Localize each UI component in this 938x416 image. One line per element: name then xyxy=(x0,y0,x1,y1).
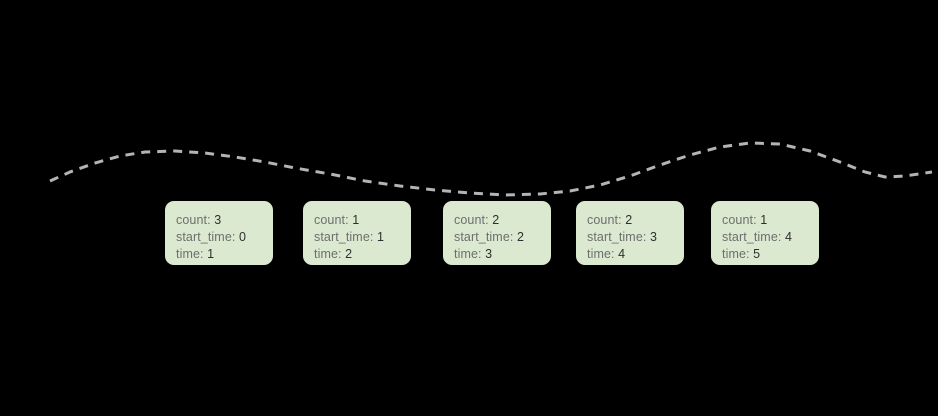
node-field-row: time: 1 xyxy=(176,246,273,263)
node-field-label: start_time: xyxy=(176,230,240,244)
node-field-value: 0 xyxy=(239,230,247,244)
node-field-label: start_time: xyxy=(454,230,518,244)
node-field-row: start_time: 0 xyxy=(176,229,273,246)
node-field-value: 2 xyxy=(625,213,633,227)
node-field-value: 2 xyxy=(492,213,500,227)
node-field-label: start_time: xyxy=(587,230,651,244)
node-field-value: 4 xyxy=(618,247,626,261)
node-field-row: start_time: 2 xyxy=(454,229,551,246)
node-field-label: count: xyxy=(722,213,761,227)
node-field-label: start_time: xyxy=(722,230,786,244)
node-field-value: 2 xyxy=(517,230,525,244)
node-field-row: start_time: 1 xyxy=(314,229,411,246)
node-field-label: time: xyxy=(454,247,486,261)
node-field-value: 5 xyxy=(753,247,761,261)
node-field-value: 1 xyxy=(352,213,360,227)
node-field-label: start_time: xyxy=(314,230,378,244)
node-field-row: time: 3 xyxy=(454,246,551,263)
trend-polyline xyxy=(49,141,933,197)
node-field-row: time: 5 xyxy=(722,246,819,263)
node-field-value: 3 xyxy=(214,213,222,227)
node-field-label: count: xyxy=(587,213,626,227)
node-field-label: time: xyxy=(722,247,754,261)
node-field-value: 4 xyxy=(785,230,793,244)
node-field-row: count: 3 xyxy=(176,212,273,229)
node-field-row: count: 2 xyxy=(587,212,684,229)
node-field-row: count: 1 xyxy=(314,212,411,229)
node-field-value: 3 xyxy=(650,230,658,244)
node-field-label: time: xyxy=(314,247,346,261)
node-field-value: 2 xyxy=(345,247,353,261)
node-field-label: time: xyxy=(587,247,619,261)
node-field-row: start_time: 4 xyxy=(722,229,819,246)
node-field-row: count: 2 xyxy=(454,212,551,229)
node-field-label: count: xyxy=(176,213,215,227)
node-field-label: time: xyxy=(176,247,208,261)
node-field-label: count: xyxy=(454,213,493,227)
node-field-row: time: 4 xyxy=(587,246,684,263)
node-field-value: 3 xyxy=(485,247,493,261)
node-field-label: count: xyxy=(314,213,353,227)
node-field-row: start_time: 3 xyxy=(587,229,684,246)
node-field-row: count: 1 xyxy=(722,212,819,229)
node-field-value: 1 xyxy=(760,213,768,227)
node-field-value: 1 xyxy=(377,230,385,244)
node-field-value: 1 xyxy=(207,247,215,261)
node-field-row: time: 2 xyxy=(314,246,411,263)
